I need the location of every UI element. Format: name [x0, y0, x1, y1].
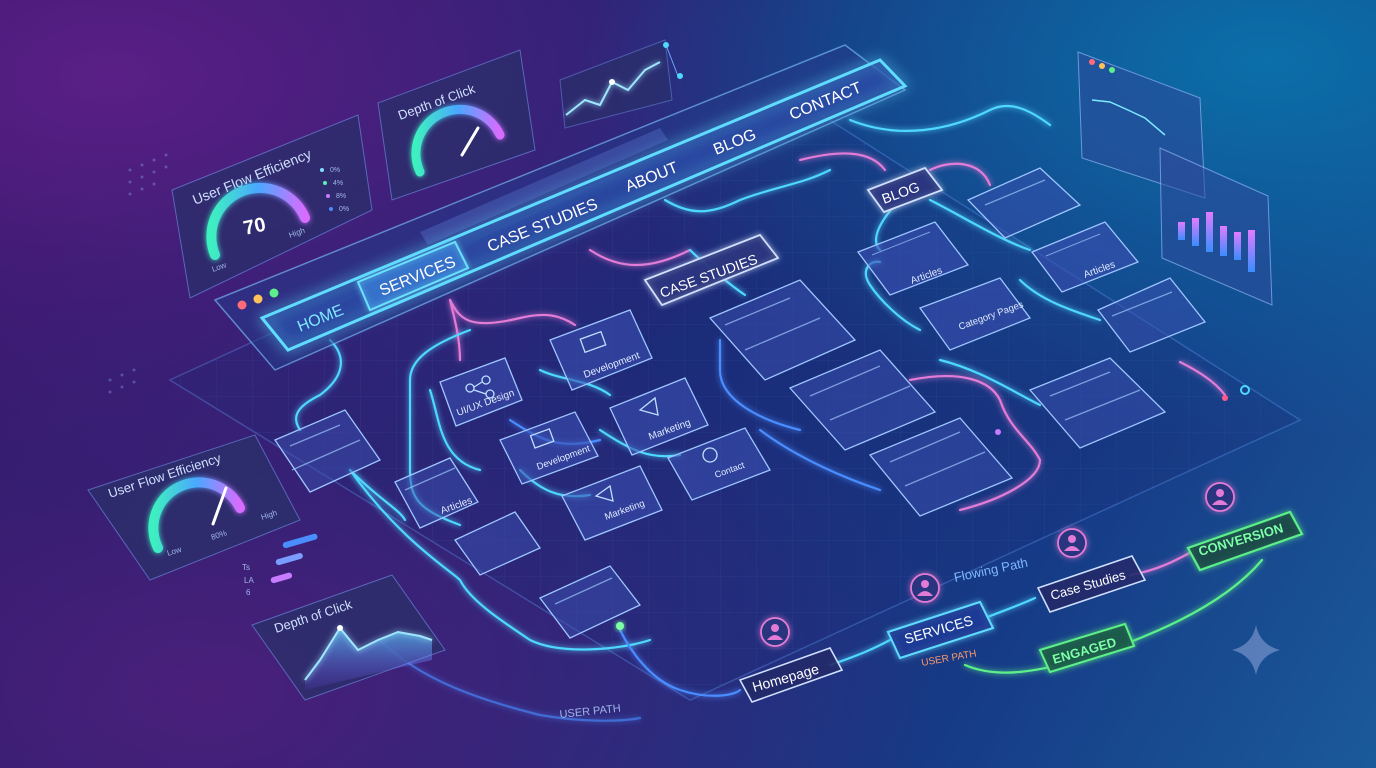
efficiency-top-legend-0: 0%	[330, 167, 340, 174]
code-window-icon	[529, 428, 555, 449]
wireframe-cards	[274, 167, 1207, 639]
window-maximize-dot	[269, 288, 279, 298]
efficiency-top-legend-1: 4%	[333, 180, 343, 187]
efficiency-top-value: 70	[241, 214, 267, 240]
chat-icon	[702, 447, 718, 463]
window-close-dot	[237, 300, 247, 310]
metric-left-legend: Ts LA 6	[242, 533, 318, 597]
gauge-icon	[411, 104, 505, 177]
metric-card-depth-top: Depth of Click	[377, 49, 536, 201]
megaphone-icon	[638, 396, 659, 416]
node-marketing-mid: Marketing	[561, 465, 663, 541]
dot-field	[108, 153, 168, 394]
wireframe-card	[394, 457, 479, 529]
megaphone-icon	[594, 484, 614, 502]
path-user-path-outer: USER PATH	[559, 703, 621, 721]
wireframe-card	[1028, 357, 1167, 449]
efficiency-top-legend-2: 8%	[336, 193, 346, 200]
path-engaged: ENGAGED	[1038, 622, 1136, 674]
node-blog: BLOG	[866, 166, 944, 214]
wireframe-card	[868, 417, 1014, 517]
node-contact: Contact	[667, 427, 771, 501]
path-conversion: CONVERSION	[1186, 482, 1304, 572]
sparkle-icon	[1232, 625, 1280, 675]
efficiency-top-legend-3: 0%	[339, 206, 349, 213]
gauge-icon	[206, 182, 310, 260]
wireframe-card	[1096, 277, 1207, 353]
wireframe-card	[788, 349, 937, 451]
dashboard-panel-bars	[1159, 147, 1273, 306]
nav-item-services-highlight	[356, 240, 470, 312]
wireframe-card	[538, 565, 642, 639]
metric-card-efficiency-left: User Flow Efficiency Low 80% High	[87, 434, 301, 581]
path-homepage: Homepage	[738, 617, 844, 703]
person-icon	[917, 580, 933, 596]
person-icon	[1064, 535, 1080, 551]
code-window-icon	[579, 330, 607, 354]
left-legend-2: 6	[246, 588, 251, 597]
node-category-pages: Category Pages	[918, 277, 1032, 351]
left-legend-1: LA	[244, 576, 254, 585]
wireframe-card	[274, 409, 381, 493]
wireframe-card	[966, 167, 1082, 239]
wireframe-card	[708, 279, 857, 381]
window-minimize-dot	[253, 294, 263, 304]
browser-window: HOME SERVICES CASE STUDIES ABOUT BLOG CO…	[213, 44, 908, 371]
gauge-icon	[148, 477, 245, 553]
metric-card-depth-left: Depth of Click	[251, 574, 446, 701]
person-icon	[1212, 489, 1228, 505]
network-icon	[465, 375, 495, 399]
mini-line-chart-top	[559, 39, 683, 129]
efficiency-left-low: Low	[166, 545, 183, 558]
person-icon	[767, 624, 783, 640]
depth-left-area	[305, 628, 432, 690]
left-legend-0: Ts	[242, 563, 250, 572]
wireframe-card	[454, 511, 541, 576]
